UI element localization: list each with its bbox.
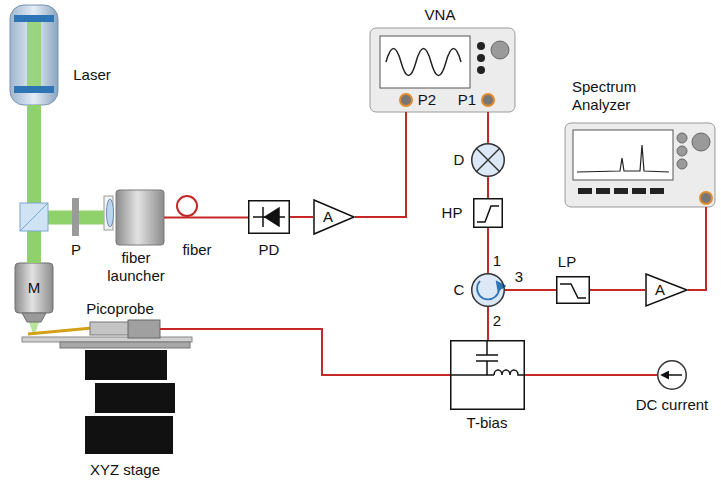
rf-cable xyxy=(290,216,313,218)
node-label: C xyxy=(454,281,465,299)
lowpass-symbol xyxy=(560,284,586,298)
dc-current-source-outline xyxy=(657,360,687,390)
rf-cable xyxy=(160,329,450,375)
rf-cable xyxy=(590,289,645,291)
node-label: PD xyxy=(259,241,280,259)
node-label: fiber launcher xyxy=(100,249,172,285)
sample-plate xyxy=(22,337,192,348)
rf-cable xyxy=(505,289,556,291)
highpass-filter-outline xyxy=(473,198,503,228)
node-label: HP xyxy=(442,204,463,222)
node-label: D xyxy=(454,151,465,169)
objective-lens xyxy=(15,263,53,334)
rf-cable xyxy=(525,374,657,376)
beam-splitter xyxy=(20,203,48,231)
amplifier-outline xyxy=(645,273,688,307)
node-label: T-bias xyxy=(467,414,508,432)
node-label: Spectrum Analyzer xyxy=(572,78,672,114)
tbias-components xyxy=(450,340,525,375)
laser-tube xyxy=(10,5,58,105)
spectrum-analyzer: Spectrum Analyzer xyxy=(565,123,715,207)
vna-instrument xyxy=(370,28,515,112)
node-label: A xyxy=(323,208,333,226)
port-label: P1 xyxy=(458,91,476,109)
node-label: LP xyxy=(558,253,576,271)
objective: M xyxy=(15,263,53,313)
highpass-symbol xyxy=(477,206,499,222)
optical-beam xyxy=(34,105,104,218)
spectrum-analyzer-instrument xyxy=(565,123,715,207)
triangle-outline xyxy=(314,200,354,234)
port-label: P2 xyxy=(418,91,436,109)
optical-beam xyxy=(27,105,41,263)
highpass-filter: HP xyxy=(473,198,503,228)
node-label: Laser xyxy=(73,66,111,84)
photodiode: PD xyxy=(248,200,290,234)
node-label: M xyxy=(28,279,41,297)
picoprobe-body xyxy=(28,320,160,338)
xyz-stage-blocks xyxy=(85,350,175,454)
polarizer: P xyxy=(72,198,79,236)
edge-label: fiber xyxy=(180,241,213,259)
polarizer-plate xyxy=(72,198,79,236)
vna: VNAP2P1 xyxy=(370,28,515,112)
circulator-symbol xyxy=(471,273,505,307)
rf-cable xyxy=(487,228,489,273)
xyz-stage: XYZ stage xyxy=(85,350,175,454)
rf-cable xyxy=(688,207,706,290)
node-label: DC current xyxy=(636,396,709,414)
rf-cable xyxy=(355,112,406,217)
mixer-outline xyxy=(471,143,505,177)
amplifier-outline xyxy=(313,199,355,235)
box-outline xyxy=(557,277,590,304)
laser: Laser xyxy=(10,5,58,105)
node-label: Picoprobe xyxy=(86,300,154,318)
port-label: 2 xyxy=(493,312,501,330)
circle-outline xyxy=(472,144,505,177)
rf-cable xyxy=(487,307,489,340)
circulator: C123 xyxy=(471,273,505,307)
rf-cable xyxy=(164,217,248,219)
port-label: 1 xyxy=(493,252,501,270)
fiber-launcher: fiber launcher xyxy=(104,190,164,245)
circle-outline xyxy=(472,274,505,307)
amplifier: A xyxy=(645,273,688,307)
rf-cable xyxy=(487,112,489,143)
lowpass-filter-outline xyxy=(556,276,590,304)
node-label: A xyxy=(655,281,665,299)
box-outline xyxy=(474,199,503,228)
photodiode-symbol xyxy=(253,207,285,227)
current-arrow xyxy=(662,374,682,376)
mixer: D xyxy=(471,143,505,177)
box-outline xyxy=(451,341,525,410)
port-label: 3 xyxy=(515,268,523,286)
circulator-outline xyxy=(471,273,505,307)
tbias: T-bias xyxy=(450,340,525,410)
node-label: XYZ stage xyxy=(90,461,160,479)
dc-current-source: DC current xyxy=(657,360,687,390)
photodiode-outline xyxy=(248,200,290,234)
box-outline xyxy=(249,201,290,234)
amplifier: A xyxy=(313,199,355,235)
tbias-outline xyxy=(450,340,525,410)
picoprobe: Picoprobe xyxy=(90,320,160,338)
lowpass-filter: LP xyxy=(556,276,590,304)
fiber-coil xyxy=(177,196,197,216)
rf-cable xyxy=(487,177,489,198)
node-label: P xyxy=(71,241,81,259)
node-label: VNA xyxy=(425,6,456,24)
triangle-outline xyxy=(646,274,687,306)
mixer-symbol xyxy=(471,143,505,177)
circle-outline xyxy=(658,361,687,390)
fiber-launcher-body xyxy=(104,190,164,245)
